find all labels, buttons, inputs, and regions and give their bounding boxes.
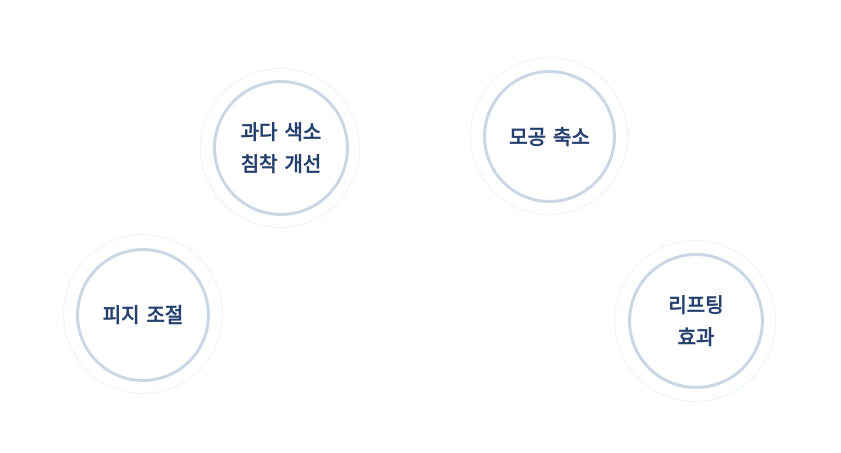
benefit-label: 리프팅 효과: [668, 293, 724, 349]
benefit-label: 과다 색소 침착 개선: [240, 120, 322, 176]
benefit-circle-pores: 모공 축소: [483, 70, 616, 203]
benefit-label: 모공 축소: [509, 124, 590, 149]
benefit-label: 피지 조절: [102, 303, 184, 327]
circle-halo: [200, 68, 360, 228]
benefit-circle-pigmentation: 과다 색소 침착 개선: [213, 80, 349, 216]
circle-halo: [63, 234, 223, 394]
circle-halo: [470, 57, 628, 215]
circle-halo: [614, 240, 776, 402]
benefit-circle-lifting: 리프팅 효과: [628, 253, 764, 389]
benefit-circle-sebum: 피지 조절: [76, 248, 210, 382]
